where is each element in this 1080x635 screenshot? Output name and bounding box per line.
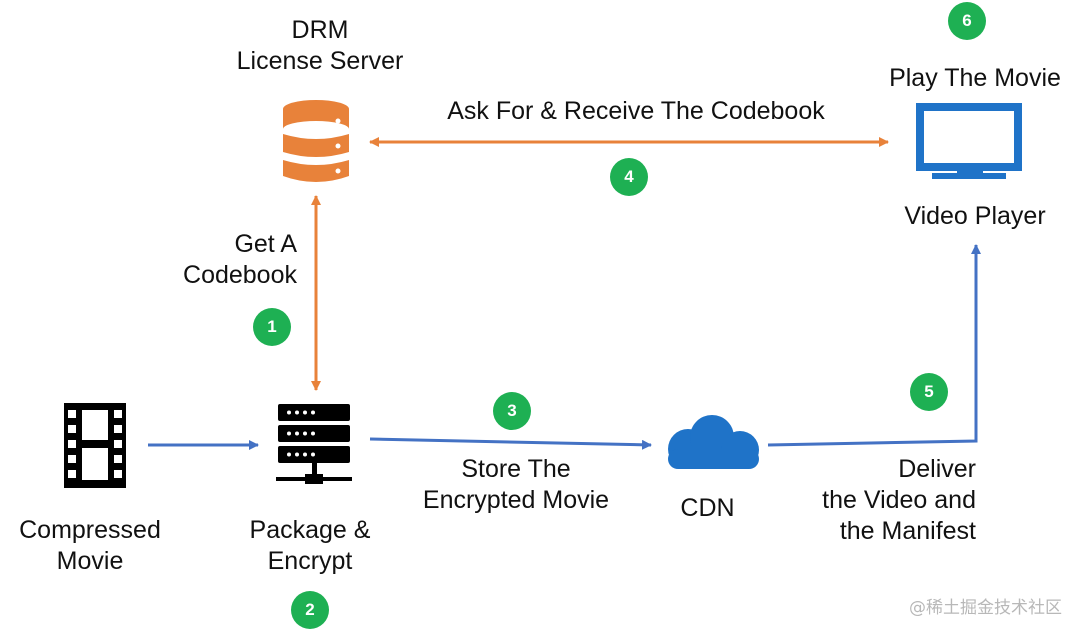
store-encrypted-label-line1: Store The	[461, 455, 571, 483]
store-encrypted-label-line2: Encrypted Movie	[422, 486, 610, 514]
cloud-icon	[668, 415, 759, 469]
package-encrypt-label: Package & Encrypt	[225, 515, 395, 577]
watermark: @稀土掘金技术社区	[909, 598, 1062, 618]
package-encrypt-label-line1: Package &	[249, 516, 371, 544]
ask-codebook-label: Ask For & Receive The Codebook	[447, 97, 825, 125]
step-badge-2: 2	[291, 591, 329, 629]
monitor-icon	[916, 103, 1022, 179]
drm-server-label-line2: License Server	[236, 47, 404, 75]
step-badge-4: 4	[610, 158, 648, 196]
deliver-label: Deliver the Video and the Manifest	[780, 454, 976, 547]
deliver-label-line3: the Manifest	[839, 517, 976, 545]
deliver-label-line1: Deliver	[898, 455, 976, 483]
cdn-label: CDN	[680, 494, 735, 522]
get-codebook-label-line1: Get A	[234, 230, 297, 258]
database-icon	[283, 100, 349, 182]
film-strip-icon	[64, 403, 126, 488]
step-badge-5: 5	[910, 373, 948, 411]
deliver-label-line2: the Video and	[822, 486, 976, 514]
compressed-movie-label-line1: Compressed	[19, 516, 161, 544]
compressed-movie-label-line2: Movie	[56, 547, 124, 575]
store-encrypted-label: Store The Encrypted Movie	[398, 454, 634, 516]
drm-server-label: DRM License Server	[220, 15, 420, 77]
get-codebook-label-line2: Codebook	[183, 261, 297, 289]
package-encrypt-label-line2: Encrypt	[267, 547, 353, 575]
play-movie-label: Play The Movie	[889, 64, 1061, 92]
step-badge-3: 3	[493, 392, 531, 430]
step-badge-6: 6	[948, 2, 986, 40]
video-player-label: Video Player	[904, 202, 1046, 230]
arrow-packager-to-cdn	[369, 437, 652, 450]
get-codebook-label: Get A Codebook	[150, 229, 297, 291]
step-badge-1: 1	[253, 308, 291, 346]
drm-server-label-line1: DRM	[291, 16, 349, 44]
arrow-cdn-to-player	[767, 244, 981, 447]
server-rack-icon	[276, 404, 352, 484]
compressed-movie-label: Compressed Movie	[0, 515, 180, 577]
